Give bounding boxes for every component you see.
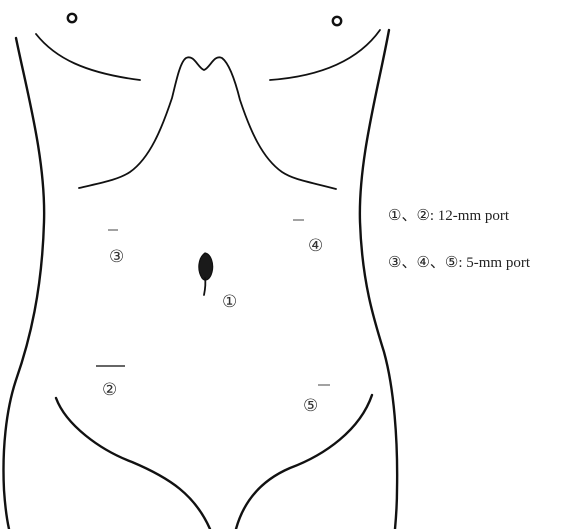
port-1-label: ①	[222, 292, 237, 312]
groin-curve	[56, 398, 210, 529]
port-2-label: ②	[102, 380, 117, 400]
legend-12mm: ①、②: 12-mm port	[388, 204, 509, 225]
right-torso-outline	[360, 30, 397, 529]
legend-5mm: ③、④、⑤: 5-mm port	[388, 251, 530, 272]
left-torso-outline	[4, 38, 45, 529]
right-nipple	[333, 17, 341, 25]
port-5-label: ⑤	[303, 396, 318, 416]
left-breast-curve	[36, 34, 140, 80]
port-3-label: ③	[109, 247, 124, 267]
port-4-label: ④	[308, 236, 323, 256]
navel-icon	[199, 253, 213, 295]
right-breast-curve	[270, 30, 380, 80]
left-nipple	[68, 14, 76, 22]
